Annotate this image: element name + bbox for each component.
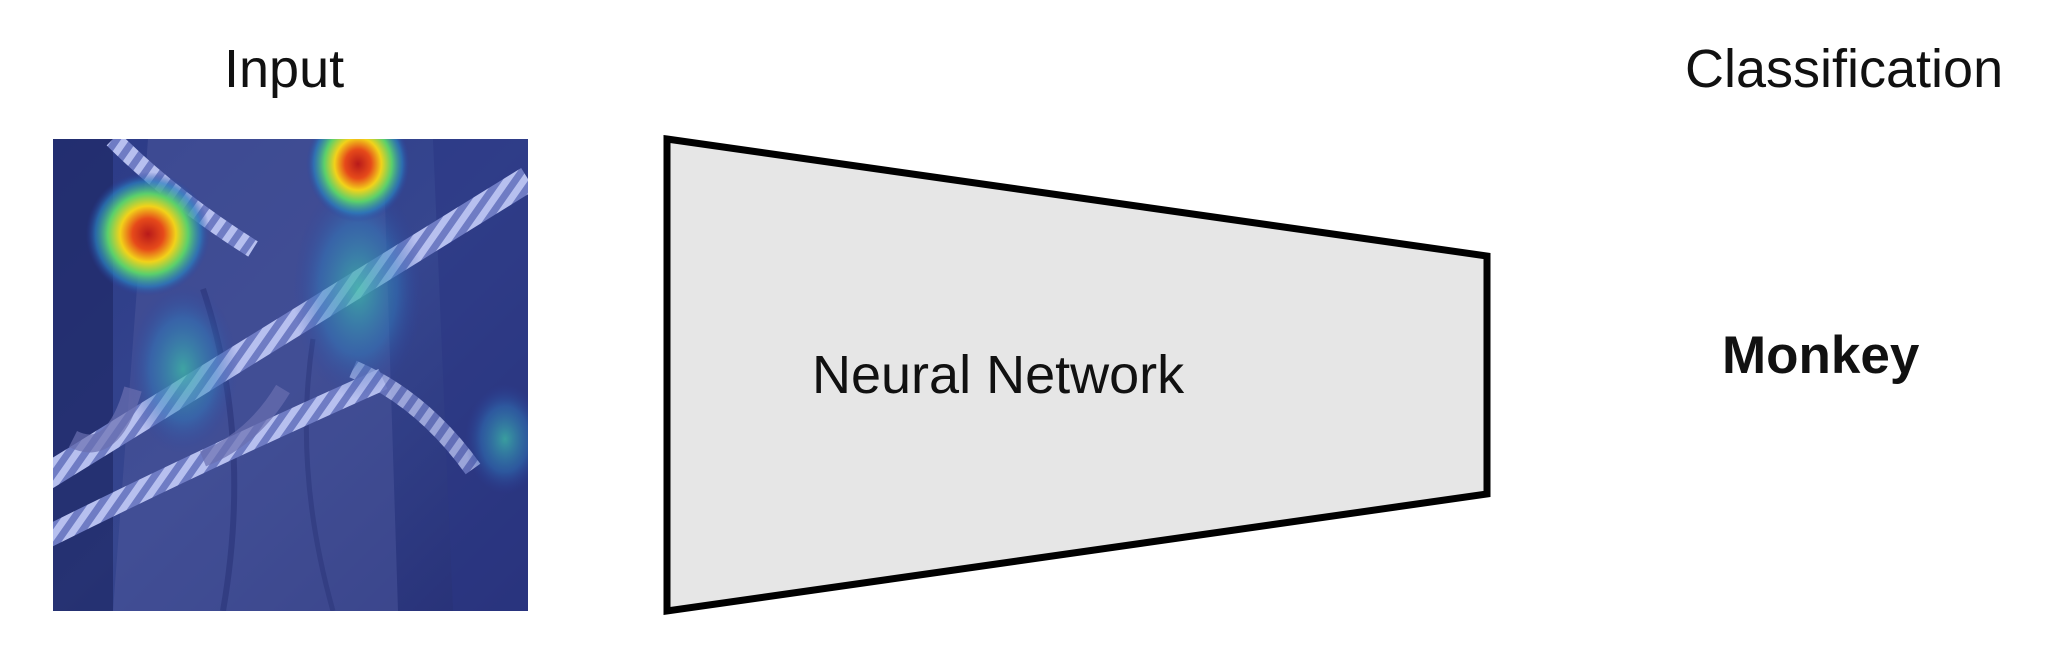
classification-result: Monkey [1722, 326, 1920, 385]
classification-title: Classification [1685, 39, 2004, 99]
input-title: Input [224, 39, 345, 99]
monkeys-heatmap-image [53, 139, 528, 611]
input-heatmap-image [53, 139, 528, 611]
neural-network-label: Neural Network [812, 345, 1185, 405]
